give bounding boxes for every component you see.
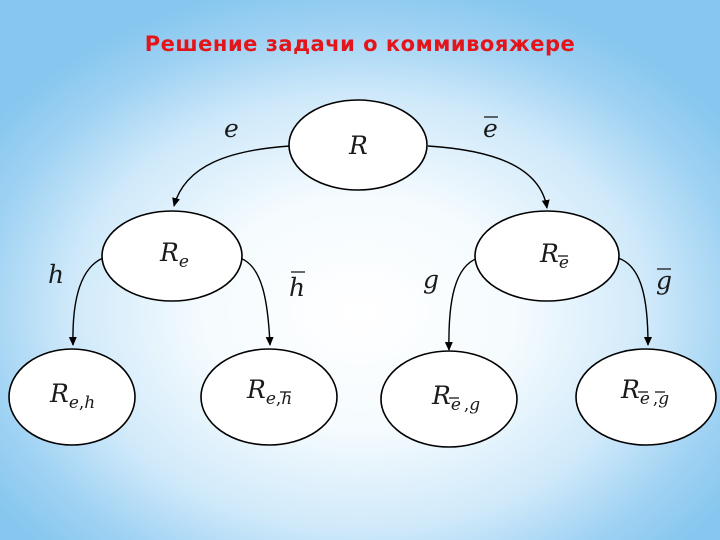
- edge-left-right: [239, 257, 274, 346]
- node-left-label: Re: [159, 238, 189, 272]
- node-left-right: [200, 348, 338, 446]
- node-right: [474, 210, 620, 302]
- node-right-right: [575, 348, 717, 446]
- node-left-left-label: Re,h: [49, 379, 95, 413]
- node-right-left: [380, 350, 518, 448]
- edge-root-left: [172, 145, 291, 207]
- node-root-label: R: [348, 131, 368, 160]
- node-left: [101, 210, 243, 302]
- edge-label-root-left: e: [224, 114, 239, 143]
- node-right-right-label: Re,g: [620, 375, 669, 409]
- edge-left-left: [68, 257, 104, 346]
- edge-root-right: [427, 145, 550, 209]
- page-title: Решение задачи о коммивояжере: [144, 32, 576, 56]
- edge-label-right-left: g: [423, 265, 439, 294]
- edge-label-right-right: g: [656, 266, 672, 295]
- node-left-left: [8, 348, 136, 446]
- node-right-left-label: Re,g: [431, 381, 480, 415]
- edge-right-right: [617, 257, 652, 346]
- edge-right-left: [444, 257, 479, 351]
- node-left-right-label: Re,h: [246, 375, 292, 409]
- edge-label-left-left: h: [48, 260, 64, 289]
- node-root: [288, 99, 428, 191]
- node-right-label: Re: [539, 239, 569, 273]
- edge-label-left-right: h: [289, 273, 305, 302]
- edge-label-root-right: e: [483, 114, 498, 143]
